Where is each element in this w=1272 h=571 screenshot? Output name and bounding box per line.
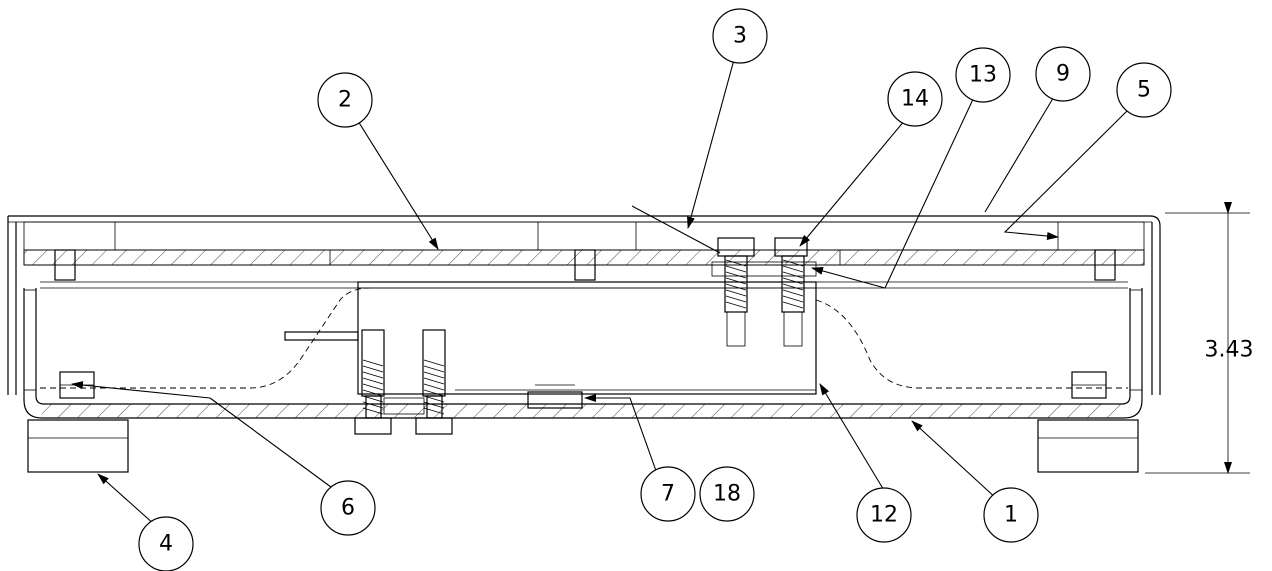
balloon-12-label: 12 bbox=[870, 503, 898, 528]
balloon-18-label: 18 bbox=[713, 482, 741, 507]
height-dimension: 3.43 bbox=[1145, 202, 1254, 474]
top-plate bbox=[23, 221, 1145, 266]
balloon-5-label: 5 bbox=[1137, 78, 1151, 103]
center-fastener bbox=[527, 384, 583, 409]
feet bbox=[27, 419, 1139, 473]
leader-lines bbox=[71, 55, 1131, 526]
balloon-1: 1 bbox=[983, 487, 1039, 543]
corner-nuts bbox=[59, 371, 1107, 399]
balloon-9: 9 bbox=[1035, 46, 1091, 102]
balloon-12: 12 bbox=[856, 487, 912, 543]
balloon-4-label: 4 bbox=[159, 532, 173, 557]
height-dimension-label: 3.43 bbox=[1205, 338, 1254, 363]
side-walls bbox=[23, 289, 1143, 391]
balloon-2-label: 2 bbox=[338, 88, 352, 113]
balloon-7-label: 7 bbox=[661, 482, 675, 507]
base-tray bbox=[23, 281, 1143, 419]
load-cell-bracket bbox=[40, 281, 1128, 395]
balloon-2: 2 bbox=[317, 72, 373, 128]
top-cover bbox=[7, 215, 1161, 395]
balloon-7: 7 bbox=[640, 466, 696, 522]
balloon-6: 6 bbox=[320, 480, 376, 536]
balloon-4: 4 bbox=[138, 516, 194, 571]
balloon-13-label: 13 bbox=[969, 63, 997, 88]
balloon-6-label: 6 bbox=[341, 496, 355, 521]
balloon-5: 5 bbox=[1116, 62, 1172, 118]
balloon-1-label: 1 bbox=[1004, 503, 1018, 528]
balloon-13: 13 bbox=[955, 47, 1011, 103]
lower-bolts bbox=[354, 329, 453, 435]
upper-bolts bbox=[711, 237, 817, 347]
balloon-14-label: 14 bbox=[901, 87, 929, 112]
balloon-3-label: 3 bbox=[733, 24, 747, 49]
balloon-14: 14 bbox=[887, 71, 943, 127]
balloon-3: 3 bbox=[712, 8, 768, 64]
balloon-18: 18 bbox=[699, 466, 755, 522]
balloon-9-label: 9 bbox=[1056, 62, 1070, 87]
standoffs bbox=[54, 249, 1116, 281]
